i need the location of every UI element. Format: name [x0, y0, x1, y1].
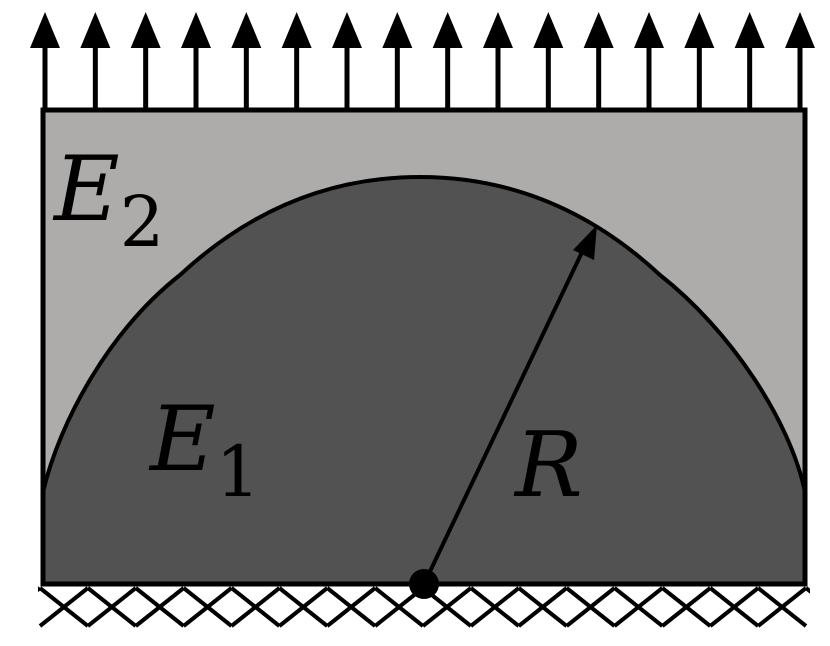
load-arrow-head	[281, 12, 312, 48]
outer-material-index: 2	[120, 181, 165, 263]
hatch-line	[134, 586, 185, 628]
load-arrow-head	[332, 12, 362, 48]
inner-material-label: E1	[148, 387, 260, 513]
load-arrow-head	[483, 12, 513, 48]
hatch-line	[517, 586, 568, 628]
inner-material-index: 1	[216, 431, 261, 513]
hatch-line	[38, 586, 90, 628]
load-arrow-head	[382, 12, 413, 48]
hatch-line	[804, 586, 810, 594]
load-arrow-head	[432, 12, 463, 48]
load-arrow	[684, 12, 715, 110]
outer-material-label: E2	[52, 137, 164, 263]
load-arrow-head	[231, 12, 262, 48]
hatch-line	[421, 586, 473, 628]
distributed-load-arrows	[30, 12, 815, 110]
hatch-line	[709, 586, 760, 628]
load-arrow-head	[583, 12, 614, 48]
hatch-line	[613, 586, 664, 628]
load-arrow	[80, 12, 111, 110]
center-point	[409, 569, 439, 599]
hatch-line	[278, 586, 329, 628]
load-arrow	[785, 12, 815, 110]
hatch-line	[230, 586, 281, 628]
hatch-line	[661, 586, 712, 628]
radius-label: R	[513, 413, 583, 518]
load-arrow	[533, 12, 564, 110]
load-arrow-head	[533, 12, 564, 48]
load-arrow	[382, 12, 413, 110]
outer-material-symbol: E	[52, 137, 120, 242]
load-arrow	[281, 12, 312, 110]
load-arrow	[734, 12, 765, 110]
load-arrow	[332, 12, 362, 110]
hatch-line	[86, 586, 137, 628]
inner-material-symbol: E	[148, 387, 216, 492]
load-arrow-head	[684, 12, 715, 48]
load-arrow	[583, 12, 614, 110]
load-arrow-head	[130, 12, 161, 48]
hatch-line	[38, 586, 42, 593]
fixed-support-hatching	[38, 586, 810, 628]
load-arrow	[432, 12, 463, 110]
load-arrow-head	[785, 12, 815, 48]
load-arrow	[231, 12, 262, 110]
load-arrow	[634, 12, 664, 110]
hatch-line	[565, 586, 616, 628]
load-arrow-head	[30, 12, 60, 48]
load-arrow	[483, 12, 513, 110]
hatch-line	[756, 586, 808, 628]
hatch-line	[182, 586, 233, 628]
radius-arrow-head	[573, 225, 597, 260]
hatch-line	[326, 586, 377, 628]
load-arrow-head	[634, 12, 664, 48]
load-arrow	[181, 12, 211, 110]
load-arrow-head	[181, 12, 211, 48]
hatch-line	[469, 586, 520, 628]
load-arrow-head	[80, 12, 111, 48]
load-arrow	[130, 12, 161, 110]
load-arrow-head	[734, 12, 765, 48]
load-arrow	[30, 12, 60, 110]
inner-material-inclusion	[41, 174, 807, 586]
radius-arrow-line	[422, 247, 586, 585]
